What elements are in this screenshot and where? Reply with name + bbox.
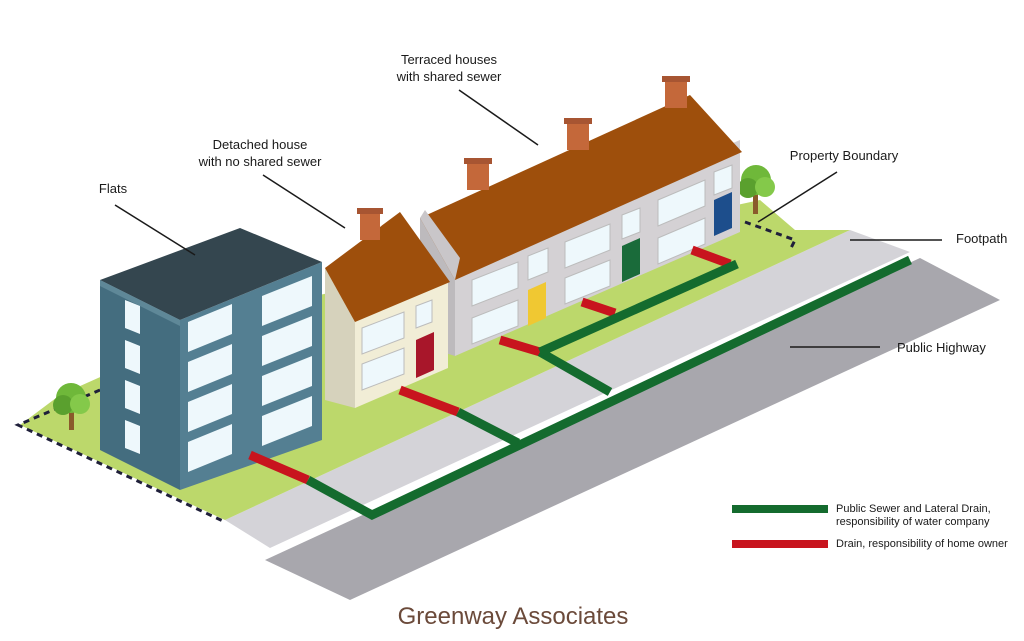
chimney [360,212,380,240]
public-highway [265,258,1000,600]
chimney [567,122,589,150]
label-property-boundary: Property Boundary [790,148,899,163]
label-footpath: Footpath [956,231,1007,246]
label-flats: Flats [99,181,128,196]
window [361,347,405,391]
legend-swatch-drain [732,540,828,548]
window [125,340,140,374]
window [188,344,232,392]
label-detached-line1: Detached house [213,137,308,152]
window [713,164,733,196]
window [657,179,706,227]
window [621,207,641,240]
callout-lines [114,89,942,348]
window [125,380,140,414]
door-red [416,332,434,378]
window [657,217,706,265]
window [262,316,312,366]
door-blue [714,192,732,236]
detached-roof [325,212,450,322]
window [125,300,140,334]
tree-left [53,383,90,430]
legend-swatch-sewer [732,505,828,513]
window [188,304,232,352]
window [564,259,611,305]
window [415,299,433,329]
flats-roof [100,228,322,320]
legend-sewer-line1: Public Sewer and Lateral Drain, [836,503,991,515]
terrace-roof [420,95,742,280]
window [471,261,519,307]
window [564,223,611,269]
label-terraced-line2: with shared sewer [396,69,502,84]
chimney [665,80,687,108]
door-yellow [528,282,546,326]
label-terraced-line1: Terraced houses [401,52,498,67]
label-detached-line2: with no shared sewer [198,154,323,169]
public-sewer [305,255,912,521]
window [188,424,232,472]
chimney [467,162,489,190]
window [262,356,312,406]
home-owner-drains [248,245,732,485]
property-boundary [14,388,226,524]
detached-house [325,208,450,408]
door-green [622,238,640,282]
window [471,299,519,345]
legend-drain-line1: Drain, responsibility of home owner [836,538,1008,550]
window [262,276,312,326]
tree-right [738,165,775,214]
window [262,396,312,446]
property-boundary-right [744,220,798,251]
label-public-highway: Public Highway [897,340,986,355]
legend-sewer-line2: responsibility of water company [836,516,990,528]
footpath [225,230,910,548]
brand-name: Greenway Associates [398,603,629,630]
window [361,311,405,355]
window [125,420,140,454]
flats-building [100,228,322,490]
window [188,384,232,432]
window [527,247,549,281]
legend: Public Sewer and Lateral Drain, responsi… [732,503,1008,550]
